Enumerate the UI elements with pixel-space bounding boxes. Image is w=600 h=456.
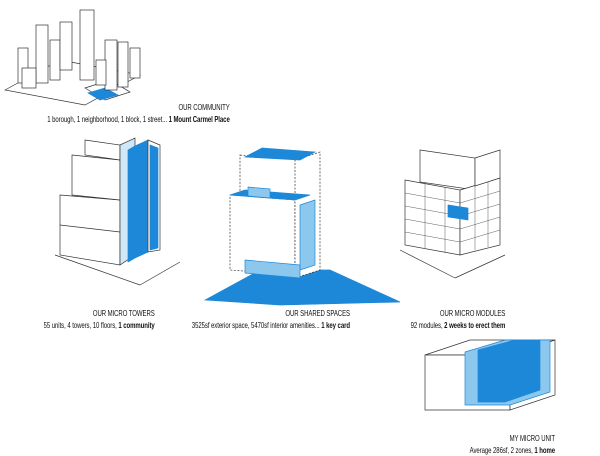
caption-bold: 1 Mount Carmel Place — [168, 114, 230, 124]
caption-text: 55 units, 4 towers, 10 floors, — [43, 320, 119, 330]
caption-title: OUR MICRO TOWERS — [93, 308, 155, 318]
caption-unit: MY MICRO UNIT Average 286sf, 2 zones, 1 … — [470, 432, 555, 456]
caption-text: 1 borough, 1 neighborhood, 1 block, 1 st… — [47, 114, 169, 124]
caption-bold: 1 key card — [321, 320, 350, 330]
caption-text: 92 modules, — [410, 320, 444, 330]
caption-title: OUR COMMUNITY — [178, 102, 230, 112]
caption-shared: OUR SHARED SPACES 3525sf exterior space,… — [192, 307, 350, 331]
caption-text: Average 286sf, 2 zones, — [469, 445, 535, 455]
micro-unit-drawing — [424, 339, 556, 411]
caption-title: MY MICRO UNIT — [509, 433, 556, 443]
caption-towers: OUR MICRO TOWERS 55 units, 4 towers, 10 … — [44, 307, 155, 331]
caption-text: 3525sf exterior space, 5470sf interior a… — [191, 320, 322, 330]
caption-title: OUR MICRO MODULES — [439, 308, 505, 318]
community-massing-drawing — [3, 9, 142, 106]
caption-title: OUR SHARED SPACES — [285, 308, 350, 318]
shared-spaces-drawing — [203, 147, 401, 306]
caption-bold: 1 community — [118, 320, 155, 330]
micro-towers-drawing — [54, 137, 181, 286]
caption-community: OUR COMMUNITY 1 borough, 1 neighborhood,… — [47, 101, 230, 125]
caption-bold: 1 home — [534, 445, 555, 455]
caption-modules: OUR MICRO MODULES 92 modules, 2 weeks to… — [410, 307, 505, 331]
micro-modules-drawing — [399, 149, 506, 279]
caption-bold: 2 weeks to erect them — [443, 320, 505, 330]
